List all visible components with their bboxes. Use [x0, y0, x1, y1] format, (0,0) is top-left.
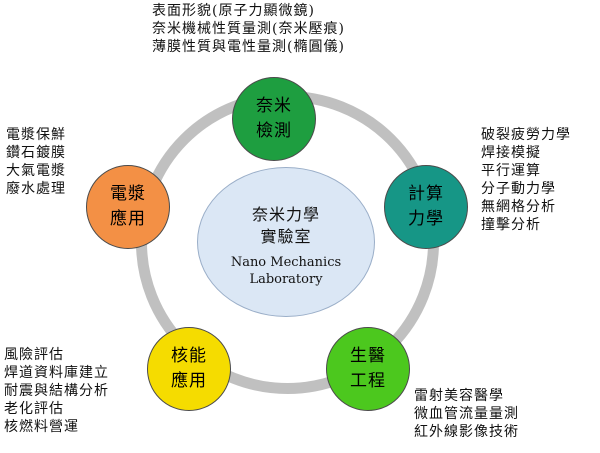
node-label-line2: 力學 — [408, 209, 444, 229]
node-label-line1: 生醫 — [350, 346, 386, 366]
node-label-line2: 應用 — [110, 209, 146, 229]
list-item: 耐震與結構分析 — [4, 383, 109, 399]
list-item: 破裂疲勞力學 — [481, 127, 571, 143]
center-english-line2: Laboratory — [249, 272, 323, 287]
node-label-line1: 奈米 — [256, 96, 292, 116]
text-list-bottom-right: 雷射美容醫學 微血管流量量測 紅外線影像技術 — [414, 387, 519, 441]
list-item: 無網格分析 — [481, 199, 556, 215]
center-english-line1: Nano Mechanics — [230, 255, 342, 270]
list-item: 撞擊分析 — [481, 217, 541, 233]
list-item: 平行運算 — [481, 163, 541, 179]
list-item: 風險評估 — [4, 347, 64, 363]
list-item: 表面形貌(原子力顯微鏡) — [152, 3, 315, 19]
list-item: 薄膜性質與電性量測(橢圓儀) — [152, 39, 345, 55]
text-list-left: 電漿保鮮 鑽石鍍膜 大氣電漿 廢水處理 — [6, 126, 66, 198]
node-label-line2: 工程 — [350, 371, 386, 391]
list-item: 焊接模擬 — [481, 145, 541, 161]
node-nano-testing: 奈米 檢測 — [232, 77, 316, 161]
text-list-right: 破裂疲勞力學 焊接模擬 平行運算 分子動力學 無網格分析 撞擊分析 — [481, 126, 571, 234]
node-label-line1: 電漿 — [110, 184, 146, 204]
node-nuclear-application: 核能 應用 — [147, 327, 231, 411]
node-plasma-application: 電漿 應用 — [86, 165, 170, 249]
list-item: 奈米機械性質量測(奈米壓痕) — [152, 21, 345, 37]
node-biomedical-engineering: 生醫 工程 — [326, 327, 410, 411]
list-item: 大氣電漿 — [6, 163, 66, 179]
node-label-line2: 應用 — [171, 371, 207, 391]
list-item: 雷射美容醫學 — [414, 388, 504, 404]
center-title-line1: 奈米力學 — [251, 205, 320, 224]
list-item: 電漿保鮮 — [6, 127, 66, 143]
list-item: 微血管流量量測 — [414, 406, 519, 422]
node-label-line2: 檢測 — [256, 121, 292, 141]
center-circle: 奈米力學 實驗室 Nano Mechanics Laboratory — [197, 167, 375, 317]
center-title: 奈米力學 實驗室 — [198, 204, 374, 248]
list-item: 廢水處理 — [6, 181, 66, 197]
text-list-top: 表面形貌(原子力顯微鏡) 奈米機械性質量測(奈米壓痕) 薄膜性質與電性量測(橢圓… — [152, 2, 345, 56]
center-english-title: Nano Mechanics Laboratory — [198, 254, 374, 288]
list-item: 老化評估 — [4, 401, 64, 417]
list-item: 核燃料營運 — [4, 419, 79, 435]
list-item: 鑽石鍍膜 — [6, 145, 66, 161]
text-list-bottom-left: 風險評估 焊道資料庫建立 耐震與結構分析 老化評估 核燃料營運 — [4, 346, 109, 436]
center-title-line2: 實驗室 — [260, 227, 312, 246]
list-item: 紅外線影像技術 — [414, 424, 519, 440]
list-item: 焊道資料庫建立 — [4, 365, 109, 381]
node-label-line1: 核能 — [171, 346, 207, 366]
node-label-line1: 計算 — [408, 184, 444, 204]
node-computational-mechanics: 計算 力學 — [384, 165, 468, 249]
list-item: 分子動力學 — [481, 181, 556, 197]
